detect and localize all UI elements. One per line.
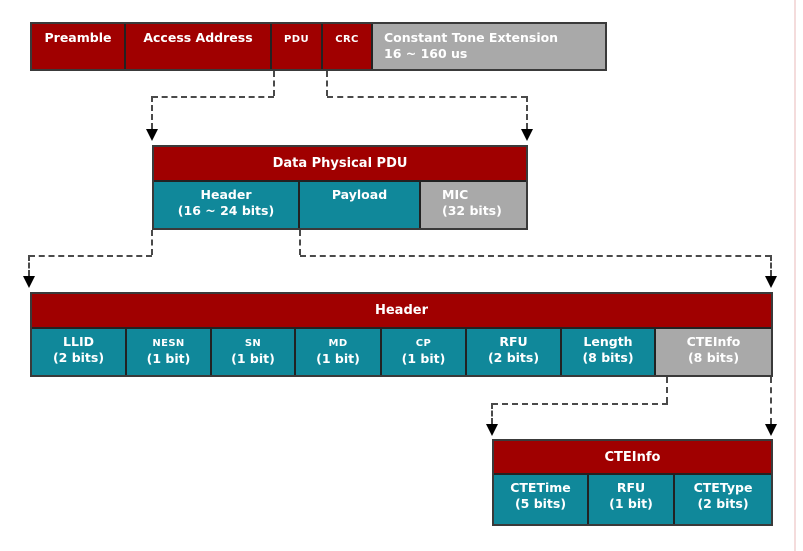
- cell-rfu-cte: RFU (1 bit): [589, 475, 675, 524]
- cell-sublabel: (8 bits): [687, 350, 740, 365]
- cell-llid: LLID (2 bits): [32, 329, 127, 375]
- connector-dashed: [300, 255, 771, 257]
- cell-sublabel: (2 bits): [52, 350, 105, 365]
- connector-dashed: [666, 377, 668, 403]
- connector-dashed: [151, 96, 153, 129]
- cell-nesn: NESN (1 bit): [127, 329, 212, 375]
- cell-sublabel: (32 bits): [442, 203, 502, 218]
- cell-label: Length: [583, 334, 633, 349]
- box-title: Header: [32, 294, 771, 329]
- arrow-down-icon: [521, 129, 533, 141]
- cell-sublabel: (8 bits): [582, 350, 634, 365]
- connector-dashed: [299, 230, 301, 255]
- cell-sublabel: (5 bits): [514, 496, 567, 511]
- packet-row: Preamble Access Address PDU CRC Constant…: [30, 22, 607, 71]
- cell-label: Preamble: [44, 30, 112, 45]
- cell-label: CP: [415, 338, 432, 349]
- cell-sublabel: (2 bits): [697, 496, 749, 511]
- cell-cteinfo: CTEInfo (8 bits): [656, 329, 771, 375]
- connector-dashed: [492, 403, 668, 405]
- box-cells: Header (16 ~ 24 bits) Payload MIC (32 bi…: [154, 182, 526, 228]
- cell-rfu: RFU (2 bits): [467, 329, 562, 375]
- cell-sublabel: (2 bits): [487, 350, 540, 365]
- box-title: CTEInfo: [494, 441, 771, 475]
- header-box: Header LLID (2 bits) NESN (1 bit) SN (1 …: [30, 292, 773, 377]
- arrow-down-icon: [146, 129, 158, 141]
- connector-dashed: [28, 255, 30, 276]
- cell-label: CTEInfo: [686, 334, 741, 349]
- cell-preamble: Preamble: [32, 24, 126, 69]
- cell-sublabel: (1 bit): [609, 496, 653, 511]
- cell-label: LLID: [63, 334, 94, 349]
- cell-sublabel: (16 ~ 24 bits): [177, 203, 275, 218]
- cell-label: MIC: [442, 187, 469, 202]
- connector-dashed: [491, 403, 493, 424]
- box-title: Data Physical PDU: [154, 147, 526, 182]
- cell-pdu: PDU: [272, 24, 323, 69]
- connector-dashed: [526, 96, 528, 129]
- box-cells: LLID (2 bits) NESN (1 bit) SN (1 bit) MD…: [32, 329, 771, 375]
- cell-sublabel: (1 bit): [146, 351, 191, 366]
- cell-md: MD (1 bit): [296, 329, 382, 375]
- connector-dashed: [152, 96, 274, 98]
- data-physical-pdu-box: Data Physical PDU Header (16 ~ 24 bits) …: [152, 145, 528, 230]
- cell-ctetype: CTEType (2 bits): [675, 475, 771, 524]
- cell-sublabel: (1 bit): [401, 351, 446, 366]
- cell-access-address: Access Address: [126, 24, 272, 69]
- cell-label: CTEType: [693, 480, 753, 495]
- cell-cp: CP (1 bit): [382, 329, 467, 375]
- cell-label: Payload: [331, 187, 388, 202]
- cell-label: RFU: [499, 334, 528, 349]
- cell-ctetime: CTETime (5 bits): [494, 475, 589, 524]
- cell-sublabel: (1 bit): [231, 351, 275, 366]
- cell-sublabel: 16 ~ 160 us: [384, 46, 468, 61]
- cell-crc: CRC: [323, 24, 373, 69]
- connector-dashed: [326, 71, 328, 96]
- arrow-down-icon: [486, 424, 498, 436]
- cell-payload: Payload: [300, 182, 421, 228]
- cell-label: CRC: [335, 34, 359, 45]
- arrow-down-icon: [765, 276, 777, 288]
- arrow-down-icon: [765, 424, 777, 436]
- window-edge-line: [794, 0, 796, 551]
- cell-sublabel: (1 bit): [316, 351, 360, 366]
- cell-label: Access Address: [143, 30, 253, 45]
- connector-dashed: [770, 255, 772, 276]
- cell-label: PDU: [284, 34, 309, 45]
- connector-dashed: [273, 71, 275, 96]
- cteinfo-box: CTEInfo CTETime (5 bits) RFU (1 bit) CTE…: [492, 439, 773, 526]
- connector-dashed: [327, 96, 527, 98]
- cell-label: CTETime: [510, 480, 571, 495]
- connector-dashed: [151, 230, 153, 255]
- connector-dashed: [29, 255, 152, 257]
- arrow-down-icon: [23, 276, 35, 288]
- cell-length: Length (8 bits): [562, 329, 656, 375]
- cell-label: NESN: [152, 338, 185, 349]
- connector-dashed: [770, 377, 772, 424]
- cell-sn: SN (1 bit): [212, 329, 296, 375]
- cell-pdu-header: Header (16 ~ 24 bits): [154, 182, 300, 228]
- cell-label: Constant Tone Extension: [384, 30, 559, 45]
- cell-label: MD: [328, 338, 348, 349]
- cell-label: RFU: [616, 480, 646, 495]
- cell-label: Header: [200, 187, 252, 202]
- cell-mic: MIC (32 bits): [421, 182, 526, 228]
- cell-constant-tone-extension: Constant Tone Extension 16 ~ 160 us: [373, 24, 605, 69]
- box-cells: CTETime (5 bits) RFU (1 bit) CTEType (2 …: [494, 475, 771, 524]
- cell-label: SN: [244, 338, 262, 349]
